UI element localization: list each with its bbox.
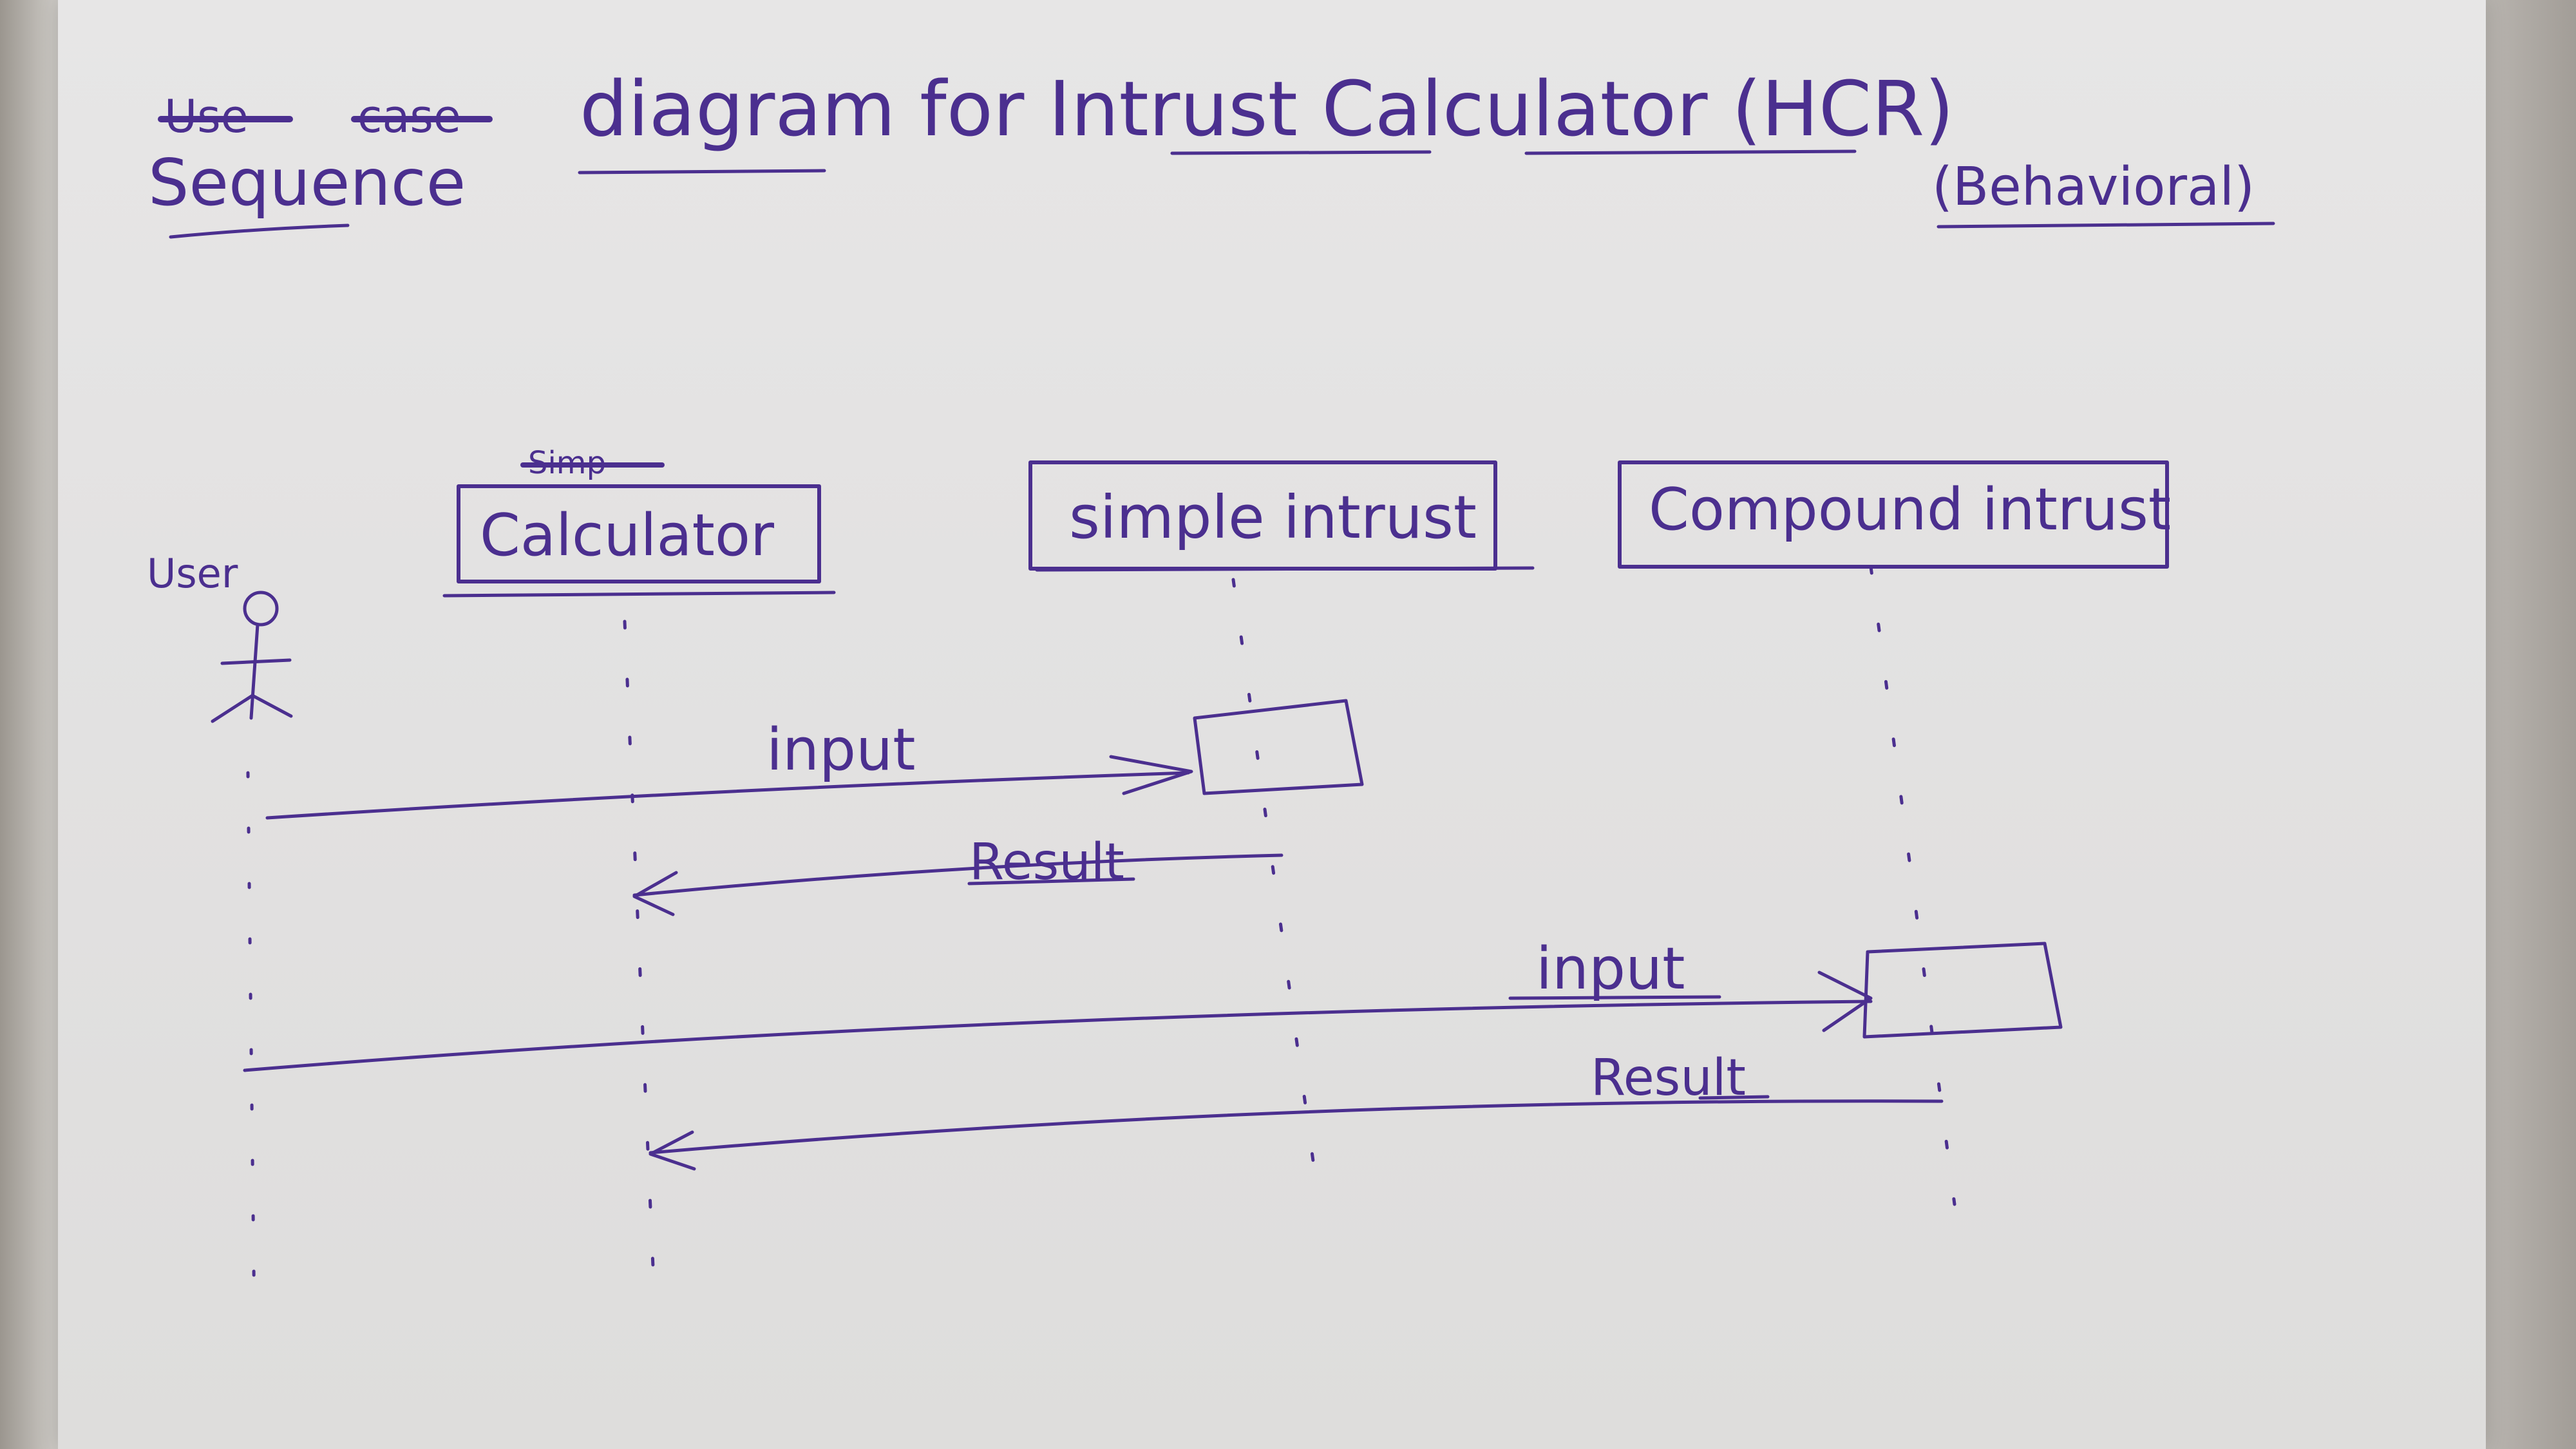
input-label-2: input [1536, 935, 1685, 1003]
message-result-compound: Result [649, 1049, 1944, 1171]
actor-arms [220, 658, 292, 665]
underline-behavioral [1937, 222, 2275, 229]
result-arrowhead-2 [649, 1130, 696, 1171]
simple-box-underline [1035, 566, 1535, 572]
compound-box [1618, 460, 2169, 569]
underline-sequence [169, 223, 350, 239]
lifeline-calculator: Simp Calculator [442, 445, 836, 1283]
actor-label: User [147, 550, 238, 597]
message-input-simple: input [265, 716, 1193, 820]
result-underline-2 [1698, 1095, 1770, 1100]
actor-lifeline [246, 771, 256, 1322]
actor-body [249, 623, 260, 720]
message-result-simple: Result [632, 833, 1283, 916]
actor-leg-left [211, 694, 254, 723]
input-arrowhead-1 [1109, 755, 1193, 795]
title-subtitle: (Behavioral) [1932, 156, 2255, 218]
actor-leg-right [251, 694, 293, 718]
calculator-lifeline-line [623, 620, 656, 1283]
underline-diagram [578, 169, 826, 175]
compound-activation-box [1862, 942, 2063, 1039]
diagram-title: Use case diagram for Intrust Calculator … [148, 64, 2275, 239]
result-arrow-1 [632, 853, 1283, 897]
input-label-1: input [766, 716, 916, 784]
message-input-compound: input [243, 935, 1873, 1072]
notebook-page [58, 0, 2486, 1449]
lifeline-compound-intrust: Compound intrust [1618, 460, 2171, 1206]
input-arrow-2 [243, 999, 1873, 1072]
simple-lifeline-line [1231, 578, 1316, 1168]
compound-label: Compound intrust [1649, 476, 2171, 544]
input-arrowhead-2 [1817, 971, 1873, 1032]
underline-calculator [1524, 149, 1857, 155]
actor-user: User [147, 550, 293, 1322]
result-arrow-2 [649, 1099, 1944, 1155]
simple-activation-box [1193, 699, 1364, 795]
compound-lifeline-line [1869, 565, 1956, 1206]
title-line-1: diagram for Intrust Calculator (HCR) [580, 64, 1954, 153]
actor-head [243, 591, 279, 627]
result-arrowhead-1 [632, 871, 678, 916]
calculator-box [457, 484, 821, 583]
input-underline-2 [1508, 995, 1721, 1000]
calculator-box-underline [442, 591, 836, 598]
result-underline-1 [967, 877, 1135, 886]
underline-intrust [1170, 150, 1432, 155]
title-line-2: Sequence [148, 145, 466, 220]
lifeline-simple-intrust: simple intrust [1028, 460, 1535, 1168]
calculator-label: Calculator [480, 502, 774, 569]
input-arrow-1 [265, 771, 1190, 820]
simple-label: simple intrust [1069, 483, 1477, 552]
